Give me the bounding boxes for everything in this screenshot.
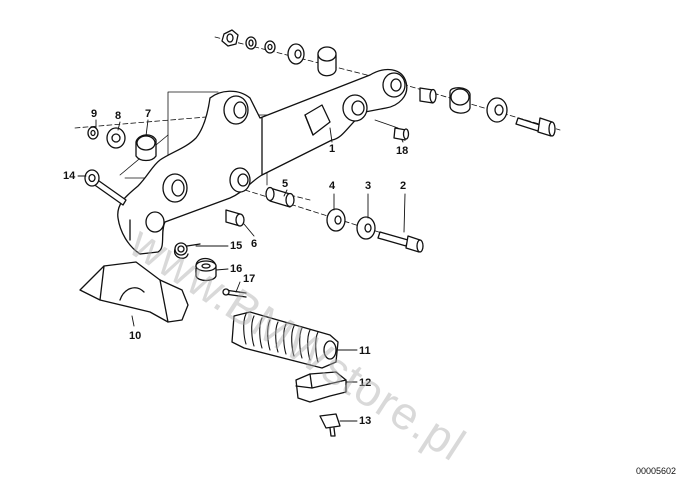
footrest-rubber [231, 311, 358, 369]
return-spring [173, 242, 201, 259]
callout-17: 17 [243, 273, 256, 285]
callout-18: 18 [396, 145, 409, 157]
footrest-bracket [117, 68, 408, 255]
callout-14: 14 [63, 170, 76, 182]
callout-6: 6 [251, 238, 258, 250]
callout-1: 1 [329, 143, 336, 155]
callout-12: 12 [359, 377, 372, 389]
callout-8: 8 [115, 110, 122, 122]
callout-7: 7 [145, 108, 152, 120]
heel-plate [79, 261, 189, 323]
callout-5: 5 [282, 178, 289, 190]
holder-screw [319, 413, 358, 437]
cotter-pin [222, 288, 247, 298]
lower-bolt-stack [225, 186, 424, 253]
callout-13: 13 [359, 415, 372, 427]
callout-9: 9 [91, 108, 98, 120]
callout-16: 16 [230, 263, 243, 275]
callout-4: 4 [329, 180, 336, 192]
callout-10: 10 [129, 330, 142, 342]
callout-2: 2 [400, 180, 407, 192]
stop-buffer [195, 257, 217, 282]
callout-11: 11 [359, 345, 371, 357]
leader-lines [77, 119, 406, 327]
left-washer-stack [87, 126, 157, 162]
footrest-holder [295, 371, 358, 403]
pivot-pin [84, 169, 127, 206]
callout-3: 3 [365, 180, 372, 192]
upper-washer-stack [221, 29, 337, 77]
callout-15: 15 [230, 240, 243, 252]
document-number: 00005602 [635, 466, 676, 476]
right-bolt-stack [393, 87, 556, 141]
